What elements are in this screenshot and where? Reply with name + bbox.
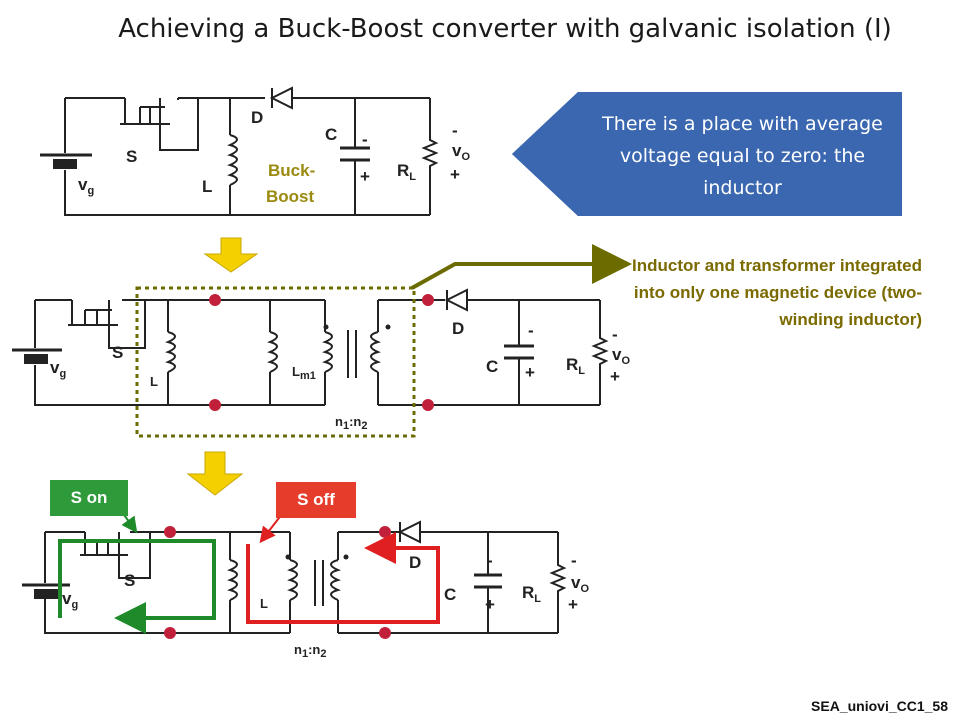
c2-ratio-label: n1:n2 xyxy=(335,414,367,432)
c2-load-label: RL xyxy=(566,355,585,377)
c2-source-label: vg xyxy=(50,358,66,380)
circuit-flyback-derivation xyxy=(12,288,609,406)
c3-switch-label: S xyxy=(124,571,135,590)
slide-footer: SEA_uniovi_CC1_58 xyxy=(811,698,948,714)
callout-text: There is a place with average voltage eq… xyxy=(602,113,883,199)
c3-ratio-label: n1:n2 xyxy=(294,642,326,660)
note-pointer-arrow xyxy=(411,244,632,290)
circuit3-dots xyxy=(164,526,391,639)
c1-type-label-1: Buck- xyxy=(268,161,315,180)
circuit-flyback xyxy=(22,520,567,634)
down-arrow-1 xyxy=(203,237,259,273)
c1-diode-label: D xyxy=(251,108,263,127)
c1-switch-label: S xyxy=(126,147,137,166)
c2-diode-label: D xyxy=(452,319,464,338)
c3-load-label: RL xyxy=(522,583,541,605)
s-off-pointer xyxy=(259,513,283,544)
c3-out-minus: - xyxy=(571,551,577,570)
c3-diode-label: D xyxy=(409,553,421,572)
circuit1-labels: S vg L D C - + RL - vO + Buck- Boost xyxy=(78,108,470,206)
circuit2-dots xyxy=(209,294,434,411)
slide-title: Achieving a Buck-Boost converter with ga… xyxy=(118,14,892,44)
c2-cap-minus: - xyxy=(528,321,534,340)
c1-out-label: vO xyxy=(452,141,470,163)
c2-magnetizing-label: Lm1 xyxy=(292,364,316,382)
callout-arrow-head xyxy=(512,92,578,216)
c3-out-plus: + xyxy=(568,595,578,614)
c1-inductor-label: L xyxy=(202,177,212,196)
c2-out-plus: + xyxy=(610,367,620,386)
s-off-tag: S off xyxy=(276,482,356,518)
c1-type-label-2: Boost xyxy=(266,187,315,206)
c2-switch-label: S xyxy=(112,343,123,362)
circuit2-labels: S vg L Lm1 n1:n2 D C - + RL - vO + xyxy=(50,319,630,432)
c3-cap-minus: - xyxy=(487,551,493,570)
c2-capacitor-label: C xyxy=(486,357,498,376)
c1-source-label: vg xyxy=(78,175,94,197)
callout-arrow-shape xyxy=(512,92,902,216)
c2-inductor-label: L xyxy=(150,374,158,389)
c3-source-label: vg xyxy=(62,589,78,611)
circuit-buck-boost xyxy=(40,86,439,216)
c3-cap-plus: + xyxy=(485,595,495,614)
c1-out-minus: - xyxy=(452,121,458,140)
c3-capacitor-label: C xyxy=(444,585,456,604)
c2-cap-plus: + xyxy=(525,363,535,382)
c2-out-label: vO xyxy=(612,345,630,367)
c1-out-plus: + xyxy=(450,165,460,184)
c1-load-label: RL xyxy=(397,161,416,183)
magnetic-device-note: Inductor and transformer integrated into… xyxy=(632,256,922,329)
c3-inductor-label: L xyxy=(260,596,268,611)
c2-out-minus: - xyxy=(612,325,618,344)
c3-out-label: vO xyxy=(571,573,589,595)
s-on-current-path xyxy=(58,539,216,634)
c1-cap-minus: - xyxy=(362,130,368,149)
down-arrow-2 xyxy=(186,451,244,496)
circuit3-labels: S vg L n1:n2 D C - + RL - vO + xyxy=(62,551,589,660)
s-off-current-path xyxy=(246,532,440,624)
c1-capacitor-label: C xyxy=(325,125,337,144)
magnetic-device-box xyxy=(135,286,416,438)
c1-cap-plus: + xyxy=(360,167,370,186)
s-on-tag: S on xyxy=(50,480,128,516)
